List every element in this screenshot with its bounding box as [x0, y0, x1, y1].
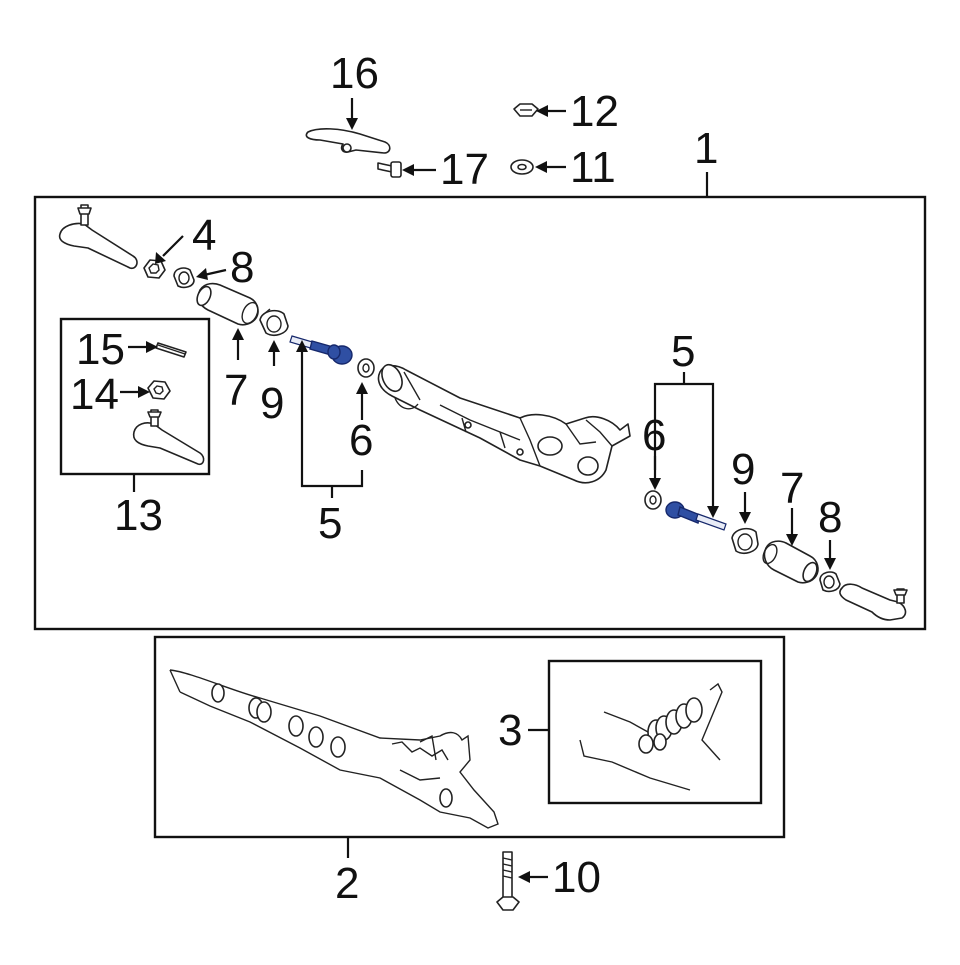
callout-8-right[interactable]: 8: [818, 493, 842, 542]
callout-1[interactable]: 1: [694, 124, 718, 173]
main-assembly-frame: [33, 195, 927, 631]
callout-5-right[interactable]: 5: [671, 327, 695, 376]
callout-13[interactable]: 13: [114, 491, 163, 540]
clamp-ring-part-9-left[interactable]: [259, 308, 289, 336]
rack-housing-bare[interactable]: [169, 669, 499, 829]
callout-12[interactable]: 12: [570, 87, 619, 136]
callout-2[interactable]: 2: [335, 859, 359, 908]
arrow-5-right: [707, 506, 719, 518]
callout-17[interactable]: 17: [440, 145, 489, 194]
rack-housing-center[interactable]: [377, 362, 631, 484]
callout-7-left[interactable]: 7: [224, 366, 248, 415]
arrow-6-left: [356, 382, 368, 394]
steering-bracket-part-16[interactable]: [305, 128, 391, 154]
callout-7-right[interactable]: 7: [780, 464, 804, 513]
arrow-16: [346, 118, 358, 130]
washer-part-6-right[interactable]: [644, 490, 662, 510]
arrow-14: [138, 386, 150, 398]
callout-5-left[interactable]: 5: [318, 499, 342, 548]
arrow-11: [535, 161, 547, 173]
clamp-part-8-left[interactable]: [173, 267, 195, 289]
outer-tie-rod-end-right[interactable]: [839, 583, 908, 621]
boot-part-7-right[interactable]: [760, 540, 819, 584]
outer-tie-rod-end-left[interactable]: [58, 204, 138, 270]
washer-part-11[interactable]: [510, 159, 534, 175]
callout-9-left[interactable]: 9: [260, 379, 284, 428]
rack-housing-frame: [153, 635, 786, 839]
arrow-17: [402, 164, 414, 176]
callout-16[interactable]: 16: [330, 49, 379, 98]
nut-part-14[interactable]: [147, 380, 171, 400]
washer-part-6-left[interactable]: [357, 358, 375, 378]
callout-11[interactable]: 11: [570, 143, 616, 192]
tie-rod-end-inset[interactable]: [132, 409, 205, 466]
inner-tie-rod-part-5-right[interactable]: [665, 501, 727, 531]
callout-3[interactable]: 3: [498, 706, 522, 755]
arrow-12: [536, 105, 548, 117]
inner-tie-rod-part-5-left[interactable]: [289, 335, 353, 365]
callout-4[interactable]: 4: [192, 211, 216, 260]
arrow-6-right: [649, 478, 661, 490]
nut-part-12[interactable]: [513, 103, 539, 117]
callout-6-right[interactable]: 6: [642, 411, 666, 460]
cotter-pin-part-15[interactable]: [155, 342, 187, 358]
arrow-7-right: [786, 534, 798, 546]
callout-15[interactable]: 15: [76, 325, 125, 374]
clamp-part-8-right[interactable]: [819, 571, 841, 593]
pinion-seal-kit-frame: [547, 659, 763, 805]
pinion-seal-set[interactable]: [579, 682, 723, 791]
leader-8-left: [203, 268, 227, 277]
arrow-9-left: [268, 340, 280, 352]
bolt-part-10[interactable]: [496, 851, 520, 911]
leader-4: [162, 235, 184, 257]
callout-14[interactable]: 14: [70, 370, 119, 419]
arrow-8-left: [196, 268, 208, 280]
arrow-9-right: [739, 512, 751, 524]
callout-8-left[interactable]: 8: [230, 243, 254, 292]
callout-9-right[interactable]: 9: [731, 445, 755, 494]
clamp-ring-part-9-right[interactable]: [731, 527, 759, 554]
arrow-5-left: [296, 340, 308, 352]
bolt-part-17[interactable]: [377, 161, 402, 178]
callout-10[interactable]: 10: [552, 853, 601, 902]
arrow-7-left: [232, 328, 244, 340]
arrow-15: [146, 341, 158, 353]
arrow-8-right: [824, 558, 836, 570]
arrow-4: [155, 252, 166, 264]
boot-part-7-left[interactable]: [194, 282, 261, 326]
callout-6-left[interactable]: 6: [349, 416, 373, 465]
arrow-10: [518, 871, 530, 883]
nut-part-4[interactable]: [143, 259, 166, 279]
